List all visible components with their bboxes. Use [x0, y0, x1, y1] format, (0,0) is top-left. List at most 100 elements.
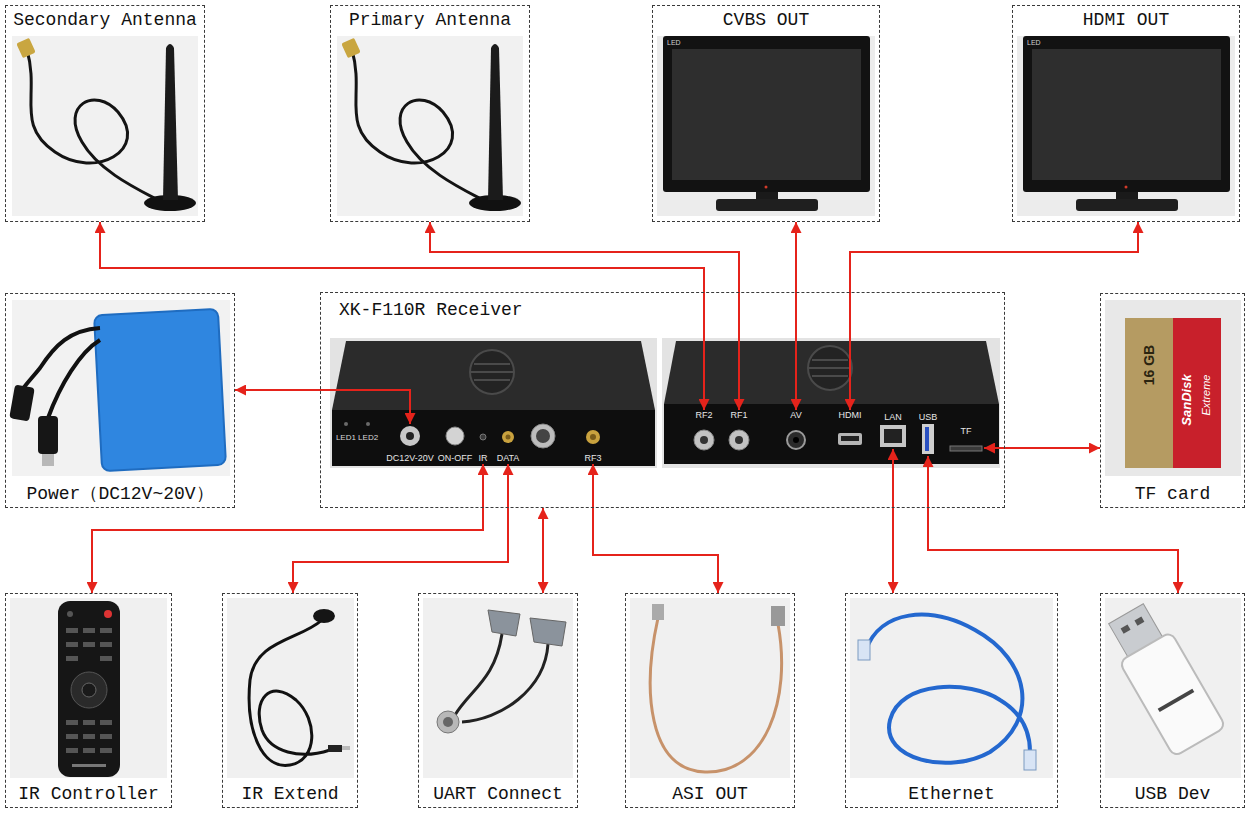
box-title: CVBS OUT: [723, 9, 809, 31]
ethernet-cable-figure: [850, 598, 1053, 778]
connector-arrow: [850, 222, 1138, 410]
photo-ground: [630, 598, 790, 778]
antenna-cable: [352, 50, 483, 200]
uart-socket: [531, 424, 555, 448]
port-label: LAN: [884, 412, 902, 423]
brand-strip: [72, 764, 106, 767]
battery-figure: [9, 300, 230, 476]
rf3-socket: [586, 430, 600, 444]
port-label: TF: [961, 426, 972, 437]
photo-ground: [1105, 598, 1241, 778]
fan-slots: [809, 360, 851, 376]
port-label: RF2: [695, 410, 712, 421]
box-title: ASI OUT: [672, 783, 748, 805]
direction-pad: [71, 672, 107, 708]
port-node: TF: [948, 426, 984, 456]
antenna-figure: [12, 36, 198, 216]
box-title: IR Extend: [241, 783, 338, 805]
sma-connector: [341, 38, 360, 58]
card-reader-figure: [1100, 598, 1241, 778]
receiver-box: XK-F110R ReceiverDC12V-20VIRDATARF3RF2RF…: [320, 292, 1005, 508]
monitor-neck: [1116, 192, 1138, 200]
coax-cable: [650, 618, 781, 772]
photo-ground: [657, 36, 875, 216]
jack-tip: [342, 746, 350, 750]
port-node: IR: [476, 430, 490, 464]
ok-button: [82, 683, 96, 697]
lan-socket: [880, 425, 906, 447]
fan-grille: [808, 346, 852, 390]
dc-plug: [38, 416, 58, 454]
box-title: USB Dev: [1135, 783, 1211, 805]
monitor-bezel: [663, 36, 870, 192]
photo-ground: [330, 338, 657, 468]
photo-ground: [10, 598, 167, 778]
usb-socket: [922, 424, 934, 454]
device-box: IR Extend: [222, 593, 358, 808]
ir-sensor-head: [313, 609, 335, 623]
panel-marking: LED1 LED2: [336, 433, 378, 443]
receiver-front-figure: [330, 338, 657, 468]
connector-arrow: [100, 222, 704, 410]
box-title: IR Controller: [18, 783, 158, 805]
label-holder: ON-OFF: [438, 453, 473, 464]
box-title: Power（DC12V~20V）: [26, 483, 213, 505]
card-reader: [1100, 599, 1226, 757]
power-led: [765, 186, 768, 189]
uart-cable-figure: [423, 598, 573, 778]
rf-socket-hole: [700, 436, 708, 444]
port-node: DC12V-20V: [384, 424, 436, 464]
box-title: UART Connect: [433, 783, 563, 805]
device-box: Primary Antenna: [330, 5, 530, 222]
device-box: IR Controller: [5, 593, 172, 808]
tf-slot: [950, 446, 982, 451]
uart-cable: [462, 644, 548, 722]
card-red-half: [1173, 318, 1221, 468]
device-box: USB Dev: [1100, 593, 1245, 808]
port-node: AV: [786, 410, 806, 451]
card-marking: Extreme: [1200, 375, 1213, 416]
monitor-stand: [1076, 199, 1178, 211]
monitor-figure: [1017, 36, 1235, 216]
connector-arrow: [984, 447, 1100, 449]
photo-ground: [850, 598, 1053, 778]
photo-ground: [337, 36, 523, 216]
port-node: DATA: [495, 430, 522, 464]
device-box: UART Connect: [418, 593, 578, 808]
device-box: HDMI OUT: [1012, 5, 1240, 222]
rf-socket: [729, 430, 749, 450]
power-led: [1125, 186, 1128, 189]
port-node: RF2: [693, 410, 715, 452]
dc-jack: [400, 426, 420, 446]
usb-plug-hole: [1134, 616, 1144, 625]
uart-socket-pins: [536, 429, 550, 443]
connector-arrow: [235, 390, 410, 424]
port-label: HDMI: [839, 410, 862, 421]
fan-slots: [471, 364, 513, 380]
patch-cable: [866, 615, 1030, 763]
photo-ground: [227, 598, 354, 778]
label-holder: LED1 LED2: [336, 433, 378, 443]
brand-marking: LED: [667, 38, 681, 47]
photo-ground: [662, 338, 1000, 468]
usb-socket-tongue: [925, 427, 929, 451]
db9-plug: [530, 618, 566, 646]
usb-plug-hole: [1121, 624, 1131, 633]
button-row: [66, 628, 112, 661]
antenna-whip: [163, 44, 178, 200]
remote-figure: [10, 598, 167, 778]
brand-marking: LED: [1027, 38, 1041, 47]
photo-ground: [12, 300, 230, 476]
db9-plug: [488, 610, 520, 636]
fan-grille: [470, 350, 514, 394]
mute-button: [67, 611, 73, 617]
device-box: Secondary Antenna: [5, 5, 205, 222]
label-holder: Extreme: [1186, 389, 1227, 402]
port-label: DATA: [497, 453, 520, 464]
power-switch: [446, 427, 464, 445]
antenna-figure: [337, 36, 523, 216]
case-top: [332, 341, 655, 410]
uart-cable: [455, 634, 502, 715]
case-face: [332, 410, 655, 466]
